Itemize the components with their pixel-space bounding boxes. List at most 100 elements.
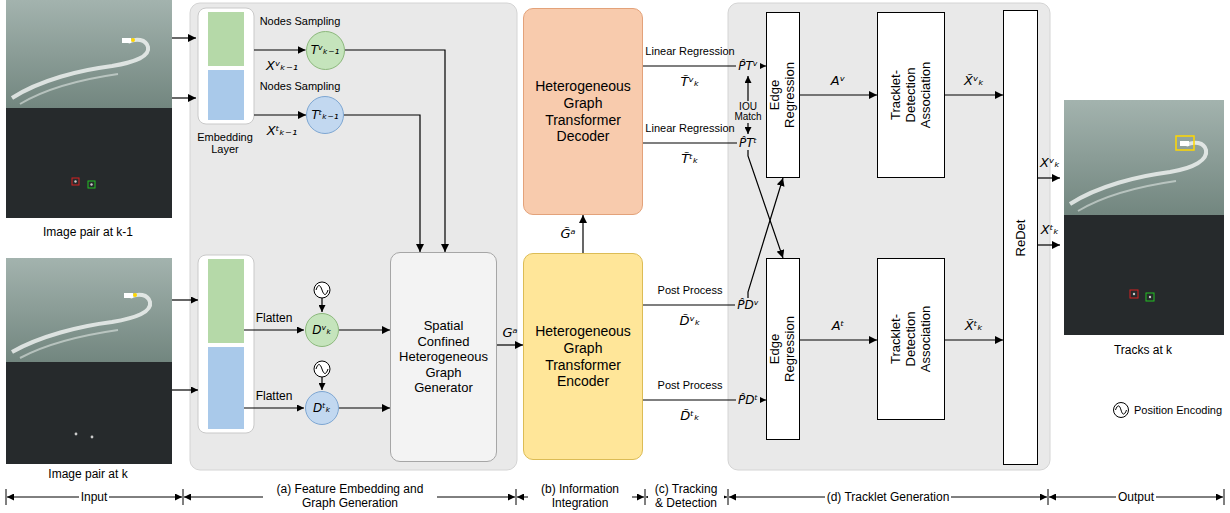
boat bbox=[1180, 141, 1189, 146]
connector bbox=[339, 329, 390, 330]
math-label: T̃ᵛₖ bbox=[681, 74, 700, 90]
node-text: Tracklet- Detection Association bbox=[889, 299, 934, 379]
boat-wake bbox=[20, 330, 118, 358]
encoding-arrow bbox=[321, 298, 322, 312]
node-text: Edge Regression bbox=[768, 58, 798, 133]
target-box bbox=[72, 178, 79, 185]
graph-generator: Spatial Confined Heterogeneous Graph Gen… bbox=[390, 252, 497, 462]
flatten-label: Flatten bbox=[256, 389, 293, 403]
math-label: P̂Tᵛ bbox=[736, 59, 760, 73]
connector bbox=[344, 115, 420, 252]
flatten-arrow bbox=[244, 407, 304, 408]
tracklet-node: Tᵛₖ₋₁ bbox=[306, 31, 345, 70]
edge-label: Aᵗ bbox=[832, 318, 845, 334]
edge-label: Post Process bbox=[658, 284, 723, 297]
iou-arrow bbox=[747, 76, 748, 101]
visible-embedding-bar bbox=[208, 259, 244, 343]
edge-label: Nodes Sampling bbox=[260, 80, 341, 93]
math-label: Xᵛₖ₋₁ bbox=[266, 58, 298, 74]
transformer-decoder: Heterogeneous Graph Transformer Decoder bbox=[523, 8, 643, 215]
edge-label: X̃ᵛₖ bbox=[964, 73, 984, 89]
node-text: Tracks at k bbox=[1060, 344, 1226, 358]
connector bbox=[172, 37, 196, 38]
legend-item: Position Encoding bbox=[1112, 401, 1222, 419]
math-label: D̃ᵗₖ bbox=[680, 408, 699, 424]
stage-label: (b) Information Integration bbox=[528, 483, 632, 511]
encoding-arrow bbox=[321, 377, 322, 390]
math-label: P̂Dᵛ bbox=[735, 298, 760, 312]
boat-wake bbox=[1078, 181, 1176, 211]
input-arrow bbox=[172, 389, 198, 390]
connector bbox=[1038, 177, 1060, 178]
visible-frame bbox=[6, 258, 172, 362]
node-text: Dᵛₖ bbox=[312, 324, 331, 336]
math-label: Xᵗₖ₋₁ bbox=[267, 123, 297, 139]
connector bbox=[254, 114, 306, 115]
target-dot bbox=[1133, 293, 1135, 295]
track-box bbox=[1176, 136, 1194, 150]
connector bbox=[339, 407, 390, 408]
math-label: P̂Dᵗ bbox=[736, 393, 760, 407]
edge-label: Aᵛ bbox=[831, 73, 845, 89]
boat-wake bbox=[12, 295, 150, 352]
image-pair-photo bbox=[6, 0, 172, 218]
detection-node: Dᵛₖ bbox=[305, 313, 339, 347]
image-pair: Image pair at k bbox=[4, 258, 172, 482]
target-dot bbox=[90, 183, 92, 185]
edge-label: Xᵗₖ bbox=[1041, 222, 1059, 238]
math-label: T̃ᵗₖ bbox=[681, 151, 698, 167]
node-text: Dᵗₖ bbox=[313, 402, 331, 414]
boat-wake bbox=[20, 74, 118, 104]
tracklet-node: Tᵗₖ₋₁ bbox=[306, 96, 344, 134]
association-box: Tracklet- Detection Association bbox=[877, 258, 945, 420]
math-label: P̂Tᵗ bbox=[737, 136, 759, 150]
detection-node: Dᵗₖ bbox=[305, 391, 339, 425]
position-encoding-symbol bbox=[314, 282, 330, 298]
node-text: Edge Regression bbox=[768, 312, 798, 387]
edge-regression: Edge Regression bbox=[766, 258, 800, 440]
node-text: Tᵛₖ₋₁ bbox=[311, 44, 340, 56]
ruler-tick bbox=[1048, 489, 1049, 505]
connector bbox=[254, 49, 306, 50]
ruler-tick bbox=[516, 489, 517, 505]
stage-label: Output bbox=[1116, 490, 1156, 504]
boat-light bbox=[133, 293, 137, 297]
image-pair-photo bbox=[6, 258, 172, 464]
node-text: Tracklet- Detection Association bbox=[889, 55, 934, 135]
edge-label: Gᵃ bbox=[502, 325, 517, 341]
boat-wake bbox=[12, 40, 148, 98]
position-encoding-symbol bbox=[314, 361, 330, 377]
ruler-tick bbox=[6, 489, 7, 505]
boat-light bbox=[131, 38, 135, 42]
target-dot bbox=[1149, 296, 1151, 298]
visible-frame bbox=[6, 0, 172, 108]
embedding-frame bbox=[198, 8, 254, 124]
track-box bbox=[1146, 293, 1154, 301]
boat-wake bbox=[1070, 143, 1206, 204]
connector bbox=[172, 97, 196, 98]
node-text: Embedding Layer bbox=[196, 131, 254, 156]
connector bbox=[643, 178, 783, 305]
target-dot bbox=[75, 433, 78, 436]
connector bbox=[497, 344, 523, 345]
node-text: Heterogeneous Graph Transformer Decoder bbox=[532, 78, 634, 145]
thermal-embedding-bar bbox=[208, 70, 244, 120]
edge-label: Xᵛₖ bbox=[1040, 155, 1060, 171]
edge-label: Nodes Sampling bbox=[260, 15, 341, 28]
node-text: Image pair at k-1 bbox=[4, 226, 172, 240]
position-encoding-wave bbox=[316, 365, 328, 374]
connector bbox=[345, 50, 446, 252]
position-encoding-wave bbox=[316, 286, 328, 295]
iou-label: IOU Match bbox=[733, 102, 763, 122]
stage-panel bbox=[728, 3, 1050, 470]
boat bbox=[124, 293, 133, 298]
edge-label: Post Process bbox=[658, 379, 723, 392]
input-arrow bbox=[172, 299, 198, 300]
node-text: Heterogeneous Graph Transformer Encoder bbox=[532, 323, 634, 390]
tracks-image: Tracks at k bbox=[1060, 100, 1226, 358]
boat bbox=[122, 38, 131, 43]
connector bbox=[945, 94, 1003, 95]
thermal-frame bbox=[1064, 215, 1224, 335]
ruler-tick bbox=[183, 489, 184, 505]
